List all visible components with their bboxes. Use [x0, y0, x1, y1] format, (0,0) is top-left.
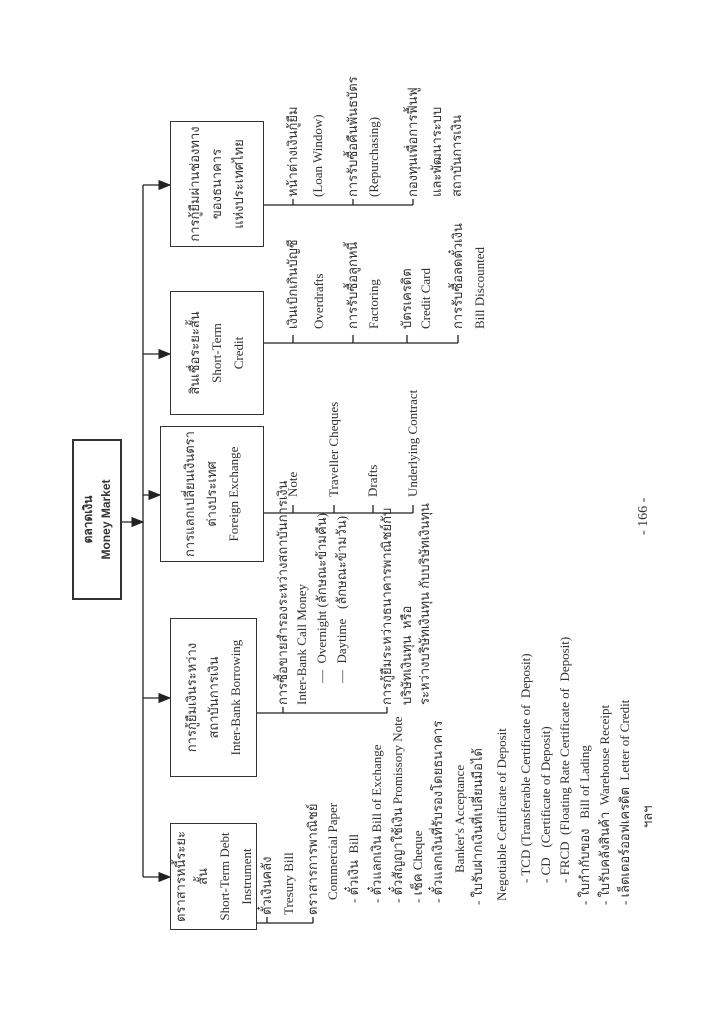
list-item: สถาบันการเงิน	[449, 114, 464, 197]
list-item: - ใบรับฝากเงินที่เปลี่ยนมือได้	[470, 748, 485, 905]
list-item: Overdrafts	[311, 273, 326, 329]
category-box-short-term-debt: ตราสารหนี้ระยะสั้น Short-Term Debt Instr…	[170, 823, 257, 930]
root-thai: ตลาดเงิน	[81, 495, 95, 544]
list-item: Factoring	[366, 279, 381, 329]
box-line: ตราสารหนี้ระยะสั้น	[172, 831, 210, 922]
box-line: Inter-Bank Borrowing	[227, 639, 243, 756]
list-item: บริษัทเงินทุน หรือ	[399, 605, 414, 705]
box-line: ต่างประเทศ	[204, 461, 219, 527]
list-item: Commercial Paper	[325, 802, 340, 900]
list-item: - ใบกำกับของ Bill of Lading	[577, 745, 592, 905]
list-item: การกู้ยืมระหว่างธนาคารพาณิชย์กับ	[379, 507, 394, 705]
list-item: Bill Discounted	[472, 247, 487, 329]
box-line: Credit	[231, 336, 246, 370]
list-item: และพัฒนาระบบ	[429, 106, 444, 197]
list-item: การรับซื้อลูกหนี้	[345, 241, 360, 329]
box-line: ของธนาคาร	[209, 148, 224, 220]
list-item: ตราสารการพาณิชย์	[305, 803, 320, 915]
category-box-bank-of-thailand: การกู้ยืมผ่านช่องทาง ของธนาคาร แห่งประเท…	[170, 121, 264, 247]
box-line: Foreign Exchange	[226, 446, 241, 542]
box-line: Instrument	[238, 848, 254, 905]
list-item: บัตรเครดิต	[399, 268, 414, 329]
list-item: ตั๋วเงินคลัง	[259, 856, 274, 915]
list-item: - ใบรับคลังสินค้า Warehouse Receipt	[597, 704, 612, 905]
list-item: Note	[285, 471, 300, 497]
list-item: — Daytime (ลักษณะข้ามวัน)	[334, 515, 349, 683]
list-item: การรับซื้อลดตั๋วเงิน	[450, 223, 465, 329]
list-item: กองทุนเพื่อการฟื้นฟู	[405, 87, 420, 197]
root-english: Money Market	[99, 479, 113, 560]
box-line: สถาบันการเงิน	[205, 656, 221, 739]
list-item: - TCD (Transferable Certificate of Depos…	[518, 653, 533, 883]
box-line: Short-Term	[209, 323, 224, 383]
list-item: — Overnight (ลักษณะข้ามคืน)	[314, 513, 329, 683]
list-item: การรับซื้อคืนพันธบัตร	[345, 76, 360, 197]
list-item: Tresury Bill	[281, 852, 296, 915]
list-item: หน้าต่างเงินกู้ยืม	[285, 106, 300, 197]
list-item: เงินเบิกเกินบัญชี	[285, 239, 300, 329]
list-item: - ตั๋วสัญญาใช้เงิน Promissory Note	[390, 716, 405, 903]
category-box-short-term-credit: สินเชื่อระยะสั้น Short-Term Credit	[170, 291, 264, 415]
page-number: - 166 -	[636, 497, 651, 535]
list-item: Underlying Contract	[405, 389, 420, 497]
list-item: Traveller Cheques	[326, 401, 341, 497]
list-item: Drafts	[365, 464, 380, 498]
list-item: ฯลฯ	[640, 805, 655, 828]
list-item: Inter-Bank Call Money	[294, 583, 309, 705]
box-line: การแลกเปลี่ยนเงินตรา	[182, 431, 197, 557]
box-line: การกู้ยืมผ่านช่องทาง	[187, 126, 202, 242]
list-item: Negotiable Certificate of Deposit	[494, 728, 509, 901]
list-item: (Loan Window)	[310, 114, 325, 197]
category-box-inter-bank: การกู้ยืมเงินระหว่าง สถาบันการเงิน Inter…	[170, 618, 257, 777]
money-market-box: ตลาดเงิน Money Market	[72, 439, 122, 600]
box-line: Short-Term Debt	[216, 832, 232, 921]
box-line: แห่งประเทศไทย	[231, 139, 246, 229]
list-item: - CD (Certificate of Deposit)	[538, 726, 553, 883]
list-item: ระหว่างบริษัทเงินทุน กับบริษัทเงินทุน	[417, 503, 432, 705]
list-item: - เล็ตเตอร์ออฟเครดิต Letter of Credit	[617, 699, 632, 905]
list-item: Banker's Acceptance	[452, 764, 467, 873]
list-item: - FRCD (Floating Rate Certificate of Dep…	[557, 636, 572, 883]
list-item: - ตั๋วแลกเงิน Bill of Exchange	[369, 744, 384, 903]
category-box-foreign-exchange: การแลกเปลี่ยนเงินตรา ต่างประเทศ Foreign …	[160, 426, 264, 562]
box-line: สินเชื่อระยะสั้น	[187, 311, 202, 395]
list-item: (Repurchasing)	[366, 116, 381, 197]
box-line: การกู้ยืมเงินระหว่าง	[183, 642, 199, 753]
list-item: การซื้อขายสำรองระหว่างสถาบันการเงิน	[275, 480, 290, 705]
list-item: - ตั๋วเงิน Bill	[346, 833, 361, 903]
list-item: Credit Card	[418, 267, 433, 329]
list-item: - เช็ค Cheque	[410, 830, 425, 903]
list-item: - ตั๋วแลกเงินที่รับรองโดยธนาคาร	[430, 720, 445, 903]
